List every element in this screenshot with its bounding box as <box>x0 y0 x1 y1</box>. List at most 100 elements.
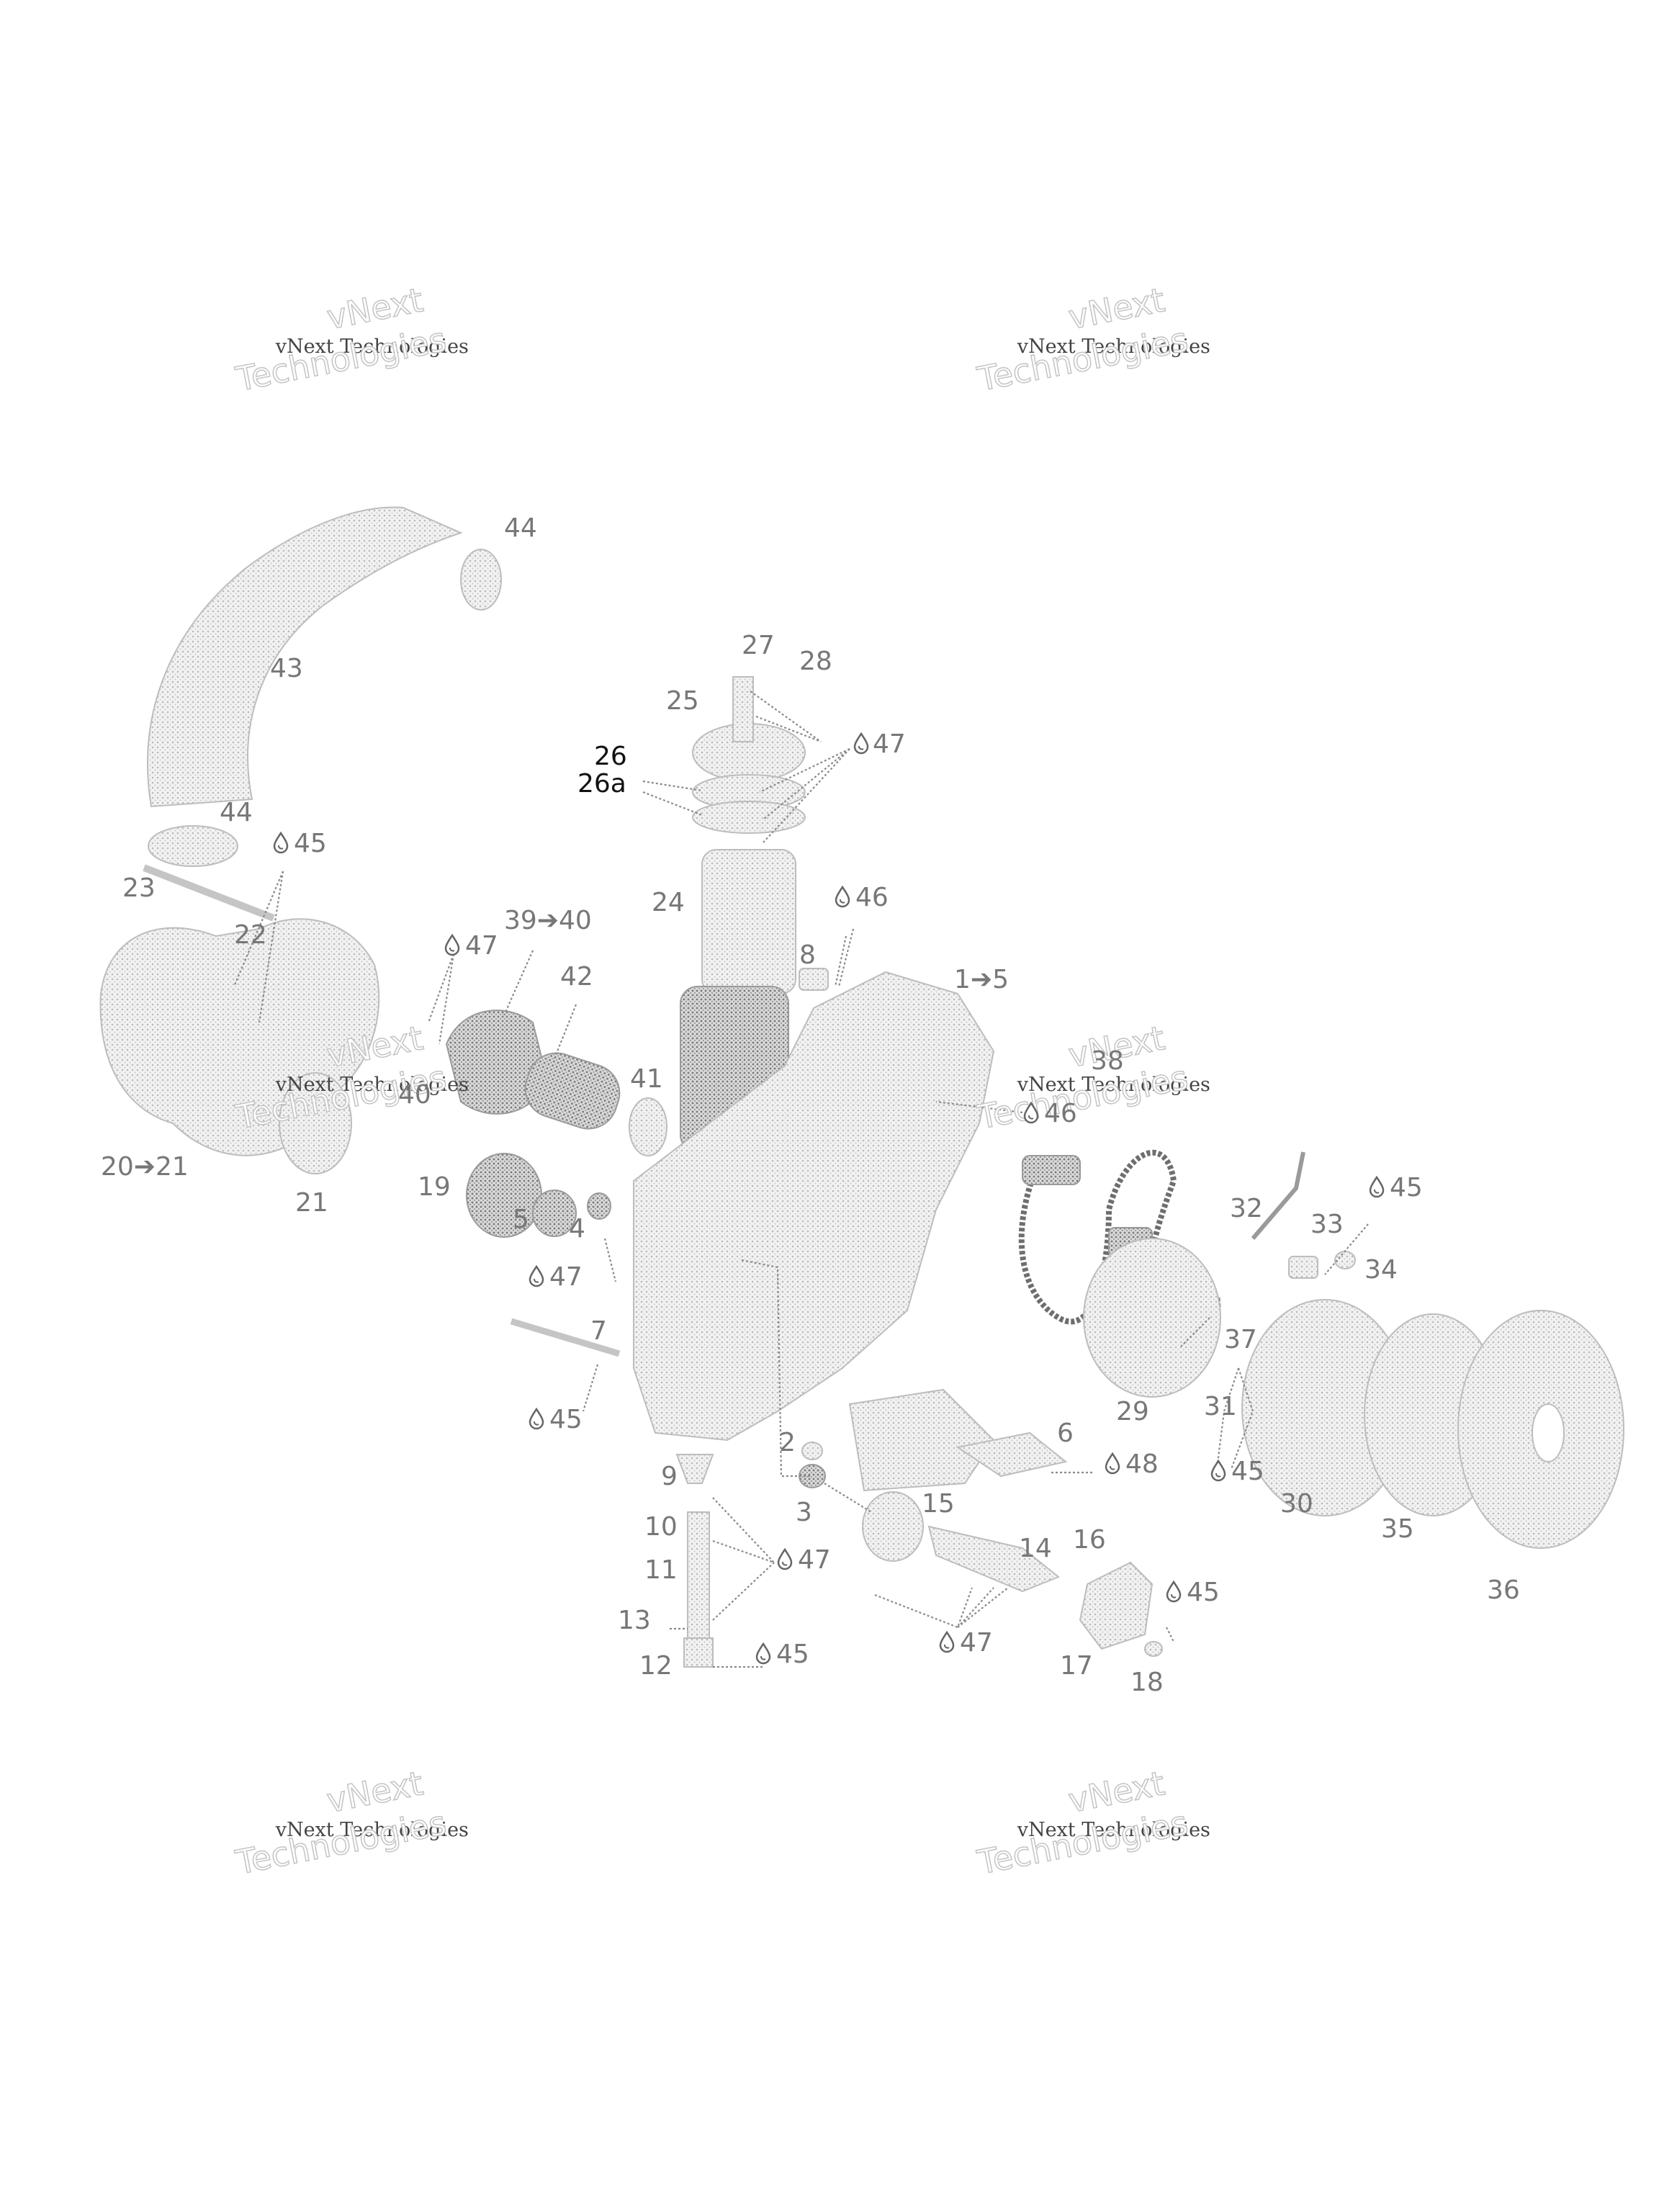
callout-27: 27 <box>742 631 775 660</box>
callout-24: 24 <box>652 888 685 917</box>
svg-text:47: 47 <box>960 1628 993 1658</box>
lube-48: 48 <box>1105 1449 1159 1479</box>
callout-44-bottom: 44 <box>220 798 253 827</box>
callout-30: 30 <box>1280 1489 1313 1519</box>
callout-21: 21 <box>295 1188 328 1218</box>
part-44-clamp-bottom <box>148 825 238 867</box>
svg-text:46: 46 <box>1044 1099 1077 1128</box>
callout-8: 8 <box>799 940 816 970</box>
callout-20-21: 20➔21 <box>101 1152 189 1182</box>
callout-11: 11 <box>644 1555 678 1585</box>
lube-45-e: 45 <box>1166 1578 1220 1607</box>
callout-37: 37 <box>1224 1325 1257 1354</box>
callout-22: 22 <box>234 920 267 950</box>
part-29-rotor <box>1083 1238 1221 1398</box>
svg-text:vNext Technologies: vNext Technologies <box>275 1819 469 1841</box>
part-4-ring <box>587 1192 611 1220</box>
part-27-pin <box>732 676 754 742</box>
watermark-bottom-right: vNext vNext Technologies Technologies <box>974 1763 1210 1883</box>
callout-1-5: 1➔5 <box>954 965 1009 994</box>
lube-47-a: 47 <box>853 729 906 759</box>
svg-text:vNext Technologies: vNext Technologies <box>1017 1819 1210 1841</box>
callout-25: 25 <box>666 686 699 716</box>
part-1-5-main-housing <box>633 971 995 1442</box>
part-44-clamp-top <box>460 549 502 611</box>
part-7-bolt <box>510 1318 621 1357</box>
part-12-base <box>683 1637 714 1668</box>
part-42-cylinder <box>524 1052 621 1130</box>
callout-16: 16 <box>1073 1525 1106 1555</box>
part-23-rod <box>143 864 275 922</box>
watermark-middle-right: vNext vNext Technologies Technologies <box>974 1018 1210 1138</box>
svg-text:vNext Technologies: vNext Technologies <box>1017 336 1210 358</box>
svg-text:47: 47 <box>465 931 498 961</box>
svg-text:46: 46 <box>855 883 889 912</box>
svg-text:45: 45 <box>1187 1578 1220 1607</box>
callout-23: 23 <box>122 873 156 903</box>
svg-text:vNext Technologies: vNext Technologies <box>275 336 469 358</box>
callout-12: 12 <box>639 1651 673 1681</box>
lube-46-b: 46 <box>1023 1099 1077 1128</box>
part-16-17-cover <box>1079 1561 1154 1650</box>
callout-39-40: 39➔40 <box>504 906 592 935</box>
part-2-plug <box>801 1442 823 1460</box>
callout-7: 7 <box>590 1316 607 1346</box>
callout-labels: 44 43 27 28 25 26 26a 44 23 22 24 39➔40 … <box>101 513 1520 1697</box>
svg-text:47: 47 <box>549 1262 583 1292</box>
svg-text:vNext Technologies: vNext Technologies <box>1017 1074 1210 1096</box>
part-19-bearing <box>466 1153 542 1238</box>
part-6-cover-plate <box>848 1388 995 1492</box>
part-34-washer <box>1334 1251 1356 1269</box>
callout-35: 35 <box>1381 1514 1414 1544</box>
lube-45-f: 45 <box>755 1640 809 1669</box>
callout-38: 38 <box>1091 1046 1124 1076</box>
callout-4: 4 <box>569 1214 585 1244</box>
part-32-spring <box>1251 1151 1305 1240</box>
callout-10: 10 <box>644 1512 678 1542</box>
callout-17: 17 <box>1060 1651 1093 1681</box>
callout-3: 3 <box>796 1498 812 1527</box>
lube-callouts: 45 47 46 47 46 45 47 45 48 45 47 45 47 4… <box>273 729 1423 1669</box>
callout-29: 29 <box>1116 1397 1149 1426</box>
part-9-cap <box>675 1454 714 1484</box>
svg-text:45: 45 <box>549 1405 583 1434</box>
part-14-lever <box>927 1525 1060 1593</box>
svg-text:47: 47 <box>798 1545 831 1575</box>
leader-lines <box>233 691 1369 1668</box>
callout-26a: 26a <box>577 769 626 799</box>
part-36-hub <box>1532 1403 1565 1462</box>
callout-44-top: 44 <box>504 513 537 543</box>
callout-5: 5 <box>513 1205 529 1234</box>
callout-34: 34 <box>1364 1255 1398 1285</box>
lube-45-d: 45 <box>1210 1457 1264 1486</box>
watermark-top-left: vNext vNext Technologies Technologies <box>232 280 469 400</box>
part-24-shaft <box>701 849 796 994</box>
callout-9: 9 <box>661 1462 678 1491</box>
callout-14: 14 <box>1019 1534 1052 1563</box>
part-10-11-13-stack <box>687 1511 710 1642</box>
svg-text:45: 45 <box>294 829 327 858</box>
callout-15: 15 <box>922 1489 955 1519</box>
callout-18: 18 <box>1130 1668 1164 1697</box>
callout-26: 26 <box>594 742 627 771</box>
lube-46-a: 46 <box>835 883 889 912</box>
part-38-connector <box>1022 1155 1081 1185</box>
callout-41: 41 <box>630 1064 663 1094</box>
callout-19: 19 <box>418 1172 451 1202</box>
callout-42: 42 <box>560 962 593 992</box>
watermark-bottom-left: vNext vNext Technologies Technologies <box>232 1763 469 1883</box>
part-18-screw <box>1144 1641 1163 1657</box>
lube-45-c: 45 <box>529 1405 583 1434</box>
part-6-gasket <box>956 1431 1068 1478</box>
part-26a-ring <box>692 801 806 834</box>
part-8-fitting <box>799 968 829 991</box>
callout-2: 2 <box>779 1428 796 1457</box>
svg-text:48: 48 <box>1125 1449 1159 1479</box>
svg-text:vNext Technologies: vNext Technologies <box>275 1074 469 1096</box>
svg-text:47: 47 <box>873 729 906 759</box>
part-33-clip <box>1288 1256 1318 1279</box>
callout-28: 28 <box>799 647 832 676</box>
callout-6: 6 <box>1057 1419 1074 1448</box>
watermark-top-right: vNext vNext Technologies Technologies <box>974 280 1210 400</box>
